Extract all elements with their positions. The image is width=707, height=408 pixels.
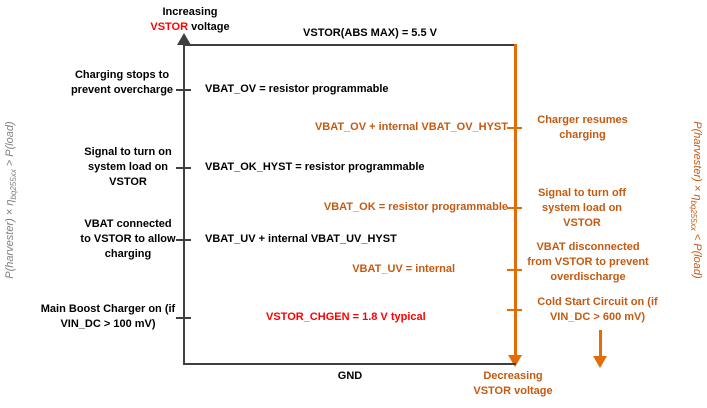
right-condition-sub: bq255xx: [688, 200, 698, 231]
annotation-vbat-connected: VBAT connected to VSTOR to allow chargin…: [80, 218, 176, 260]
abs-max-line: [183, 44, 516, 46]
decreasing-vstor-label: Decreasing VSTOR voltage: [455, 369, 571, 399]
increasing-arrow-icon: [177, 33, 191, 45]
level-vbat-ok-fall: VBAT_OK = resistor programmable: [323, 201, 508, 213]
tick-vbat-uv: [507, 269, 522, 271]
power-condition-right-label: P(harvester) × ηbq255xx < P(load): [689, 50, 705, 350]
cold-start-arrow-line: [599, 330, 602, 357]
tick-vbat-ov-resume: [507, 127, 522, 129]
tick-cold-start: [507, 309, 522, 311]
increasing-vstor-label: Increasing VSTOR voltage: [125, 5, 255, 35]
abs-max-label: VSTOR(ABS MAX) = 5.5 V: [303, 27, 437, 39]
level-vbat-uv-hyst: VBAT_UV + internal VBAT_UV_HYST: [205, 233, 397, 245]
tick-vbat-ov: [176, 89, 191, 91]
right-condition-pre: P(harvester) × η: [691, 121, 703, 201]
level-vbat-ok-hyst: VBAT_OK_HYST = resistor programmable: [205, 161, 425, 173]
level-vbat-ov-hyst-fall: VBAT_OV + internal VBAT_OV_HYST: [314, 121, 508, 133]
level-vbat-ov: VBAT_OV = resistor programmable: [205, 83, 389, 95]
level-vbat-uv-fall: VBAT_UV = internal: [352, 263, 455, 275]
tick-vstor-chgen: [176, 317, 191, 319]
decreasing-voltage-line: VSTOR voltage: [473, 385, 553, 397]
annotation-charging-stops: Charging stops to prevent overcharge: [70, 69, 174, 96]
right-condition-post: < P(load): [691, 230, 703, 279]
left-condition-sub: bq255xx: [9, 169, 19, 200]
left-condition-pre: P(harvester) × η: [4, 199, 16, 279]
vstor-word-red: VSTOR: [150, 21, 189, 33]
annotation-boost-charger-on: Main Boost Charger on (if VIN_DC > 100 m…: [40, 303, 176, 330]
left-condition-post: > P(load): [4, 121, 16, 170]
decreasing-word: Decreasing: [483, 370, 543, 382]
annotation-cold-start: Cold Start Circuit on (if VIN_DC > 600 m…: [537, 296, 658, 323]
tick-vbat-ok-hyst: [176, 167, 191, 169]
annotation-vbat-disconnected: VBAT disconnected from VSTOR to prevent …: [527, 241, 649, 283]
right-axis: [514, 44, 517, 356]
gnd-label: GND: [337, 370, 363, 382]
increasing-word: Increasing: [162, 6, 218, 18]
increasing-voltage-line: VSTOR voltage: [125, 20, 255, 35]
decreasing-arrow-icon: [508, 355, 522, 367]
left-axis: [183, 44, 185, 364]
cold-start-arrow-icon: [593, 356, 607, 368]
annotation-load-off: Signal to turn off system load on VSTOR: [538, 187, 626, 229]
tick-vbat-ok: [507, 207, 522, 209]
annotation-charger-resumes: Charger resumes charging: [537, 114, 628, 141]
power-condition-left-label: P(harvester) × ηbq255xx > P(load): [2, 50, 18, 350]
gnd-line: [183, 363, 516, 365]
level-vstor-chgen: VSTOR_CHGEN = 1.8 V typical: [266, 311, 426, 323]
voltage-word: voltage: [188, 21, 230, 33]
tick-vbat-uv-hyst: [176, 239, 191, 241]
annotation-load-on: Signal to turn on system load on VSTOR: [84, 146, 172, 188]
